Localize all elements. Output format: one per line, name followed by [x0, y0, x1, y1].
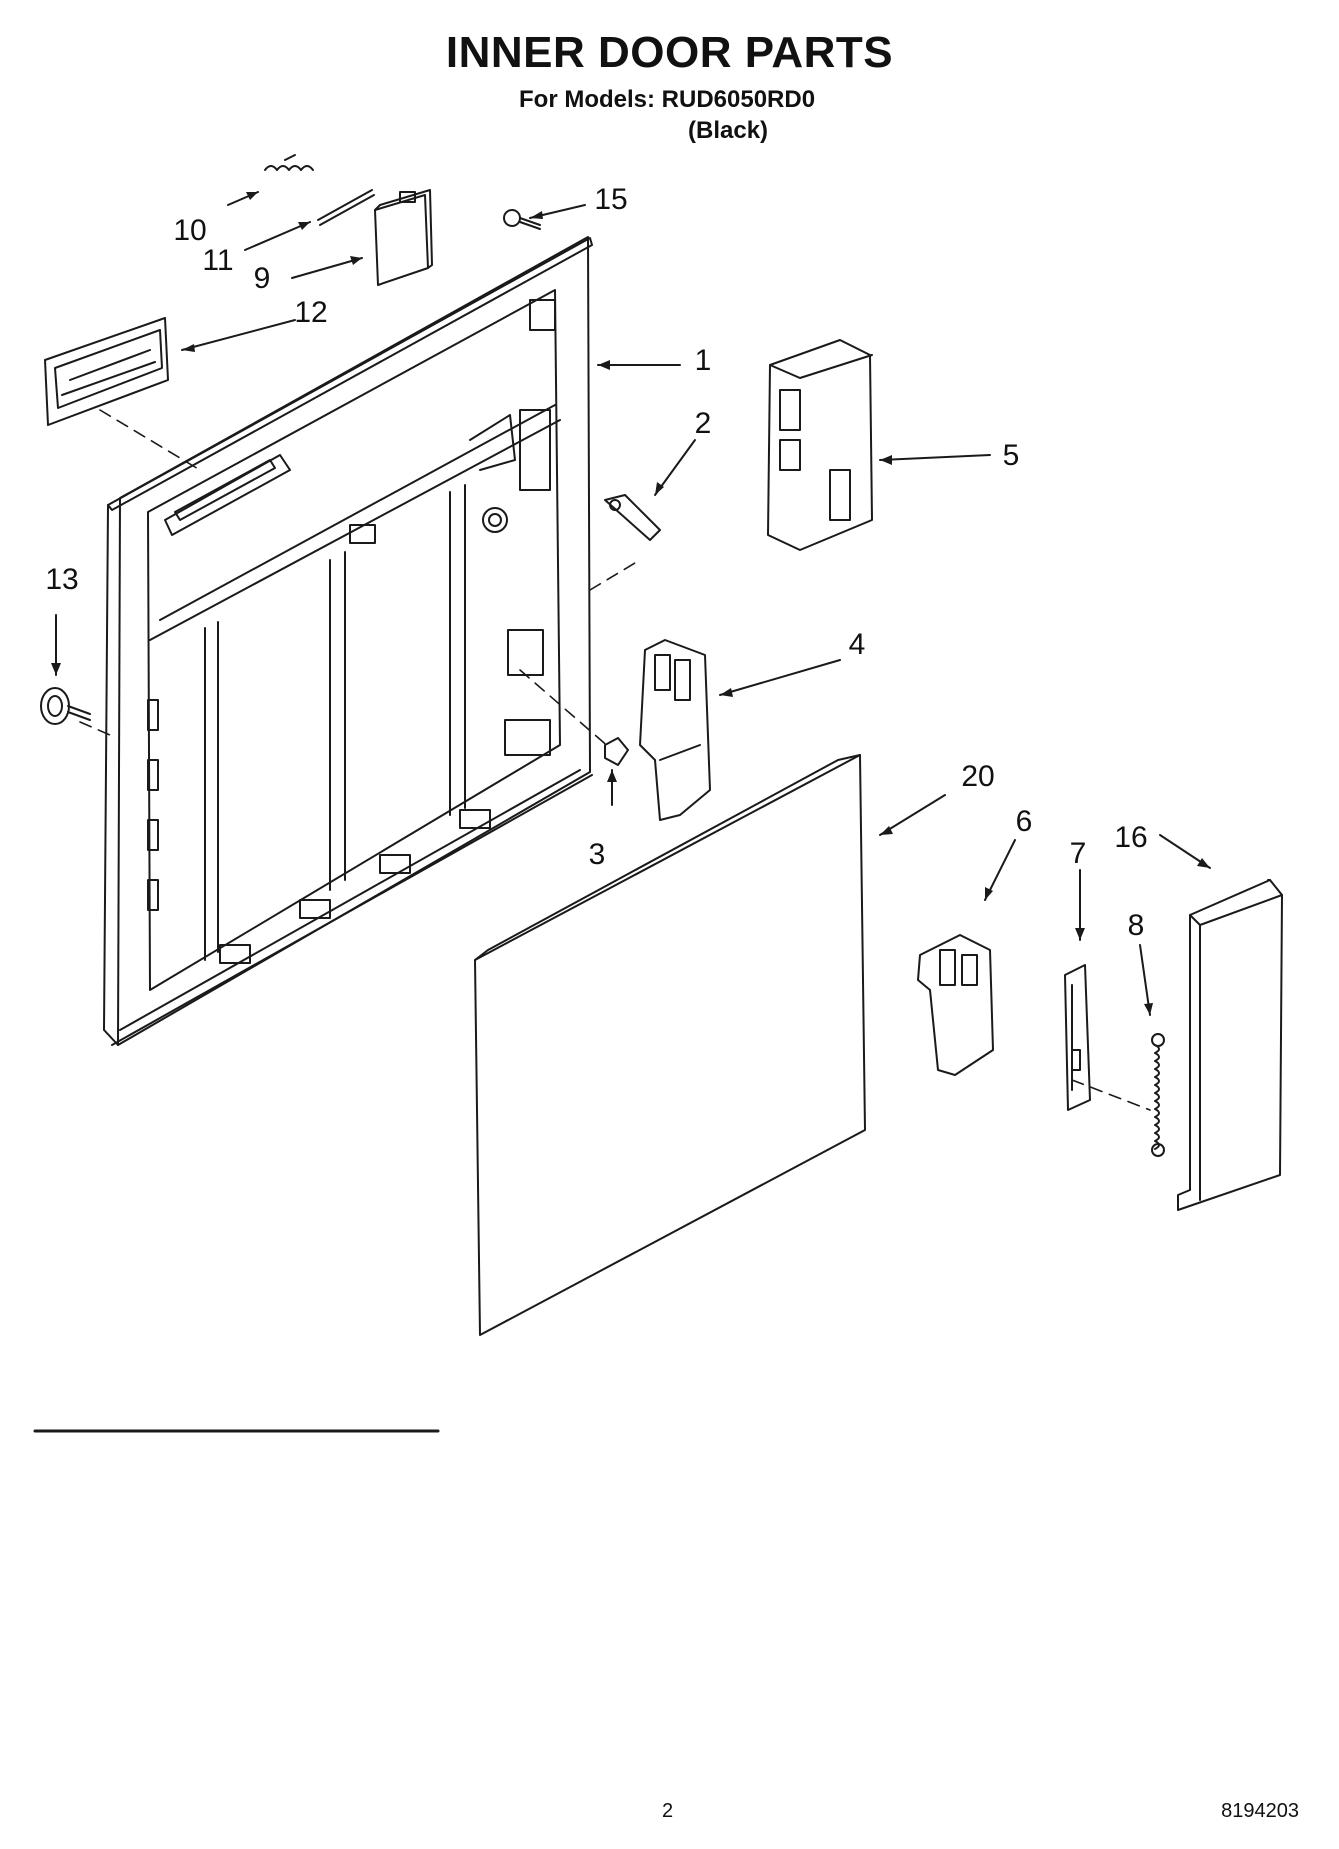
handle-part-12 — [45, 318, 168, 425]
pin-part-11 — [318, 190, 374, 225]
callout-4: 4 — [848, 628, 866, 661]
part-7 — [1065, 965, 1090, 1110]
bumper-part-3 — [605, 738, 628, 765]
callout-10: 10 — [173, 214, 207, 247]
callout-15: 15 — [594, 183, 628, 216]
latch-part-4 — [640, 640, 710, 820]
models-line: For Models: RUD6050RD0 — [519, 86, 816, 113]
page-title: INNER DOOR PARTS — [445, 28, 894, 77]
callout-16: 16 — [1114, 821, 1148, 854]
callout-3: 3 — [588, 838, 606, 871]
callout-9: 9 — [253, 262, 271, 295]
page-number: 2 — [662, 1800, 674, 1822]
spring-part-8 — [1152, 1034, 1164, 1156]
part-16 — [1178, 880, 1282, 1210]
spring-part-10 — [265, 155, 313, 170]
panel-part-20 — [475, 755, 865, 1335]
callout-5: 5 — [1002, 439, 1020, 472]
screw-part-15 — [504, 210, 540, 229]
knob-part-13 — [41, 688, 90, 724]
callout-12: 12 — [294, 296, 328, 329]
callout-13: 13 — [45, 563, 79, 596]
callout-20: 20 — [961, 760, 995, 793]
callout-1: 1 — [694, 344, 712, 377]
document-number: 8194203 — [1221, 1800, 1299, 1822]
callout-11: 11 — [202, 244, 234, 277]
callout-6: 6 — [1015, 805, 1033, 838]
callout-2: 2 — [694, 407, 712, 440]
inner-door-frame-part-1 — [104, 237, 592, 1045]
part-6 — [918, 935, 993, 1075]
housing-part-5 — [768, 340, 872, 550]
callout-7: 7 — [1069, 837, 1087, 870]
color-line: (Black) — [688, 117, 769, 144]
bracket-part-2 — [605, 495, 660, 540]
callout-8: 8 — [1127, 909, 1145, 942]
cover-part-9 — [375, 190, 432, 285]
